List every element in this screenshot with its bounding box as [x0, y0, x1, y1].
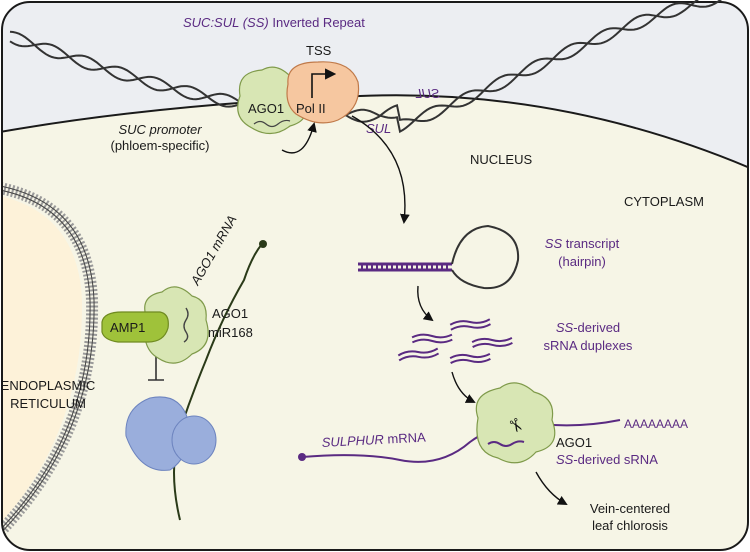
tss-arrow — [311, 68, 337, 98]
construct-label: SUC:SUL (SS) Inverted Repeat — [183, 15, 365, 30]
outcome-arrow — [535, 471, 568, 505]
outcome-label-2: leaf chlorosis — [592, 518, 668, 533]
mir168-label: miR168 — [208, 325, 253, 340]
amp1-protein — [101, 311, 169, 343]
er-membrane — [2, 196, 83, 524]
pol2-label: Pol II — [296, 101, 326, 116]
sulphur-mrna — [301, 419, 621, 463]
poly-a-tail: AAAAAAAA — [624, 417, 688, 431]
transcript-note: (hairpin) — [558, 254, 606, 269]
nucleus-label: NUCLEUS — [470, 152, 532, 167]
tss-label: TSS — [306, 43, 332, 58]
ago1-er-label: AGO1 — [212, 306, 248, 321]
ago1-nuclear-label: AGO1 — [248, 101, 284, 116]
dicing-arrow — [417, 285, 434, 322]
sul-label-forward: SUL — [366, 121, 391, 136]
hairpin-transcript — [358, 224, 520, 290]
ago1-er — [143, 286, 209, 364]
duplex-label: SS-derived — [556, 320, 620, 335]
amp1-label: AMP1 — [110, 320, 145, 335]
transcript-label: SS transcript — [545, 236, 620, 251]
promoter-note: (phloem-specific) — [111, 138, 210, 153]
dna-helix — [9, 0, 723, 134]
ribosome-small — [171, 415, 217, 465]
pol2-complex — [286, 61, 360, 124]
ago1-mrna-cap — [259, 240, 267, 248]
ago1-risc-label: AGO1 — [556, 435, 592, 450]
promoter-label: SUC promoter — [118, 122, 202, 137]
loading-arrow — [451, 371, 476, 403]
sul-label-reverse: SUL — [415, 86, 440, 101]
ago1-recruit-arrow — [281, 122, 317, 154]
sulphur-mrna-label: SULPHUR mRNA — [321, 430, 426, 450]
export-arrow — [351, 115, 410, 224]
nucleus-region — [2, 2, 748, 170]
cytoplasm-label: CYTOPLASM — [624, 194, 704, 209]
duplex-label-2: sRNA duplexes — [544, 338, 633, 353]
ago1-srna-label: SS-derived sRNA — [556, 452, 658, 467]
srna-duplexes — [397, 318, 513, 364]
outcome-label: Vein-centered — [590, 501, 670, 516]
er-label: ENDOPLASMIC — [1, 378, 96, 393]
er-label-2: RETICULUM — [10, 396, 86, 411]
